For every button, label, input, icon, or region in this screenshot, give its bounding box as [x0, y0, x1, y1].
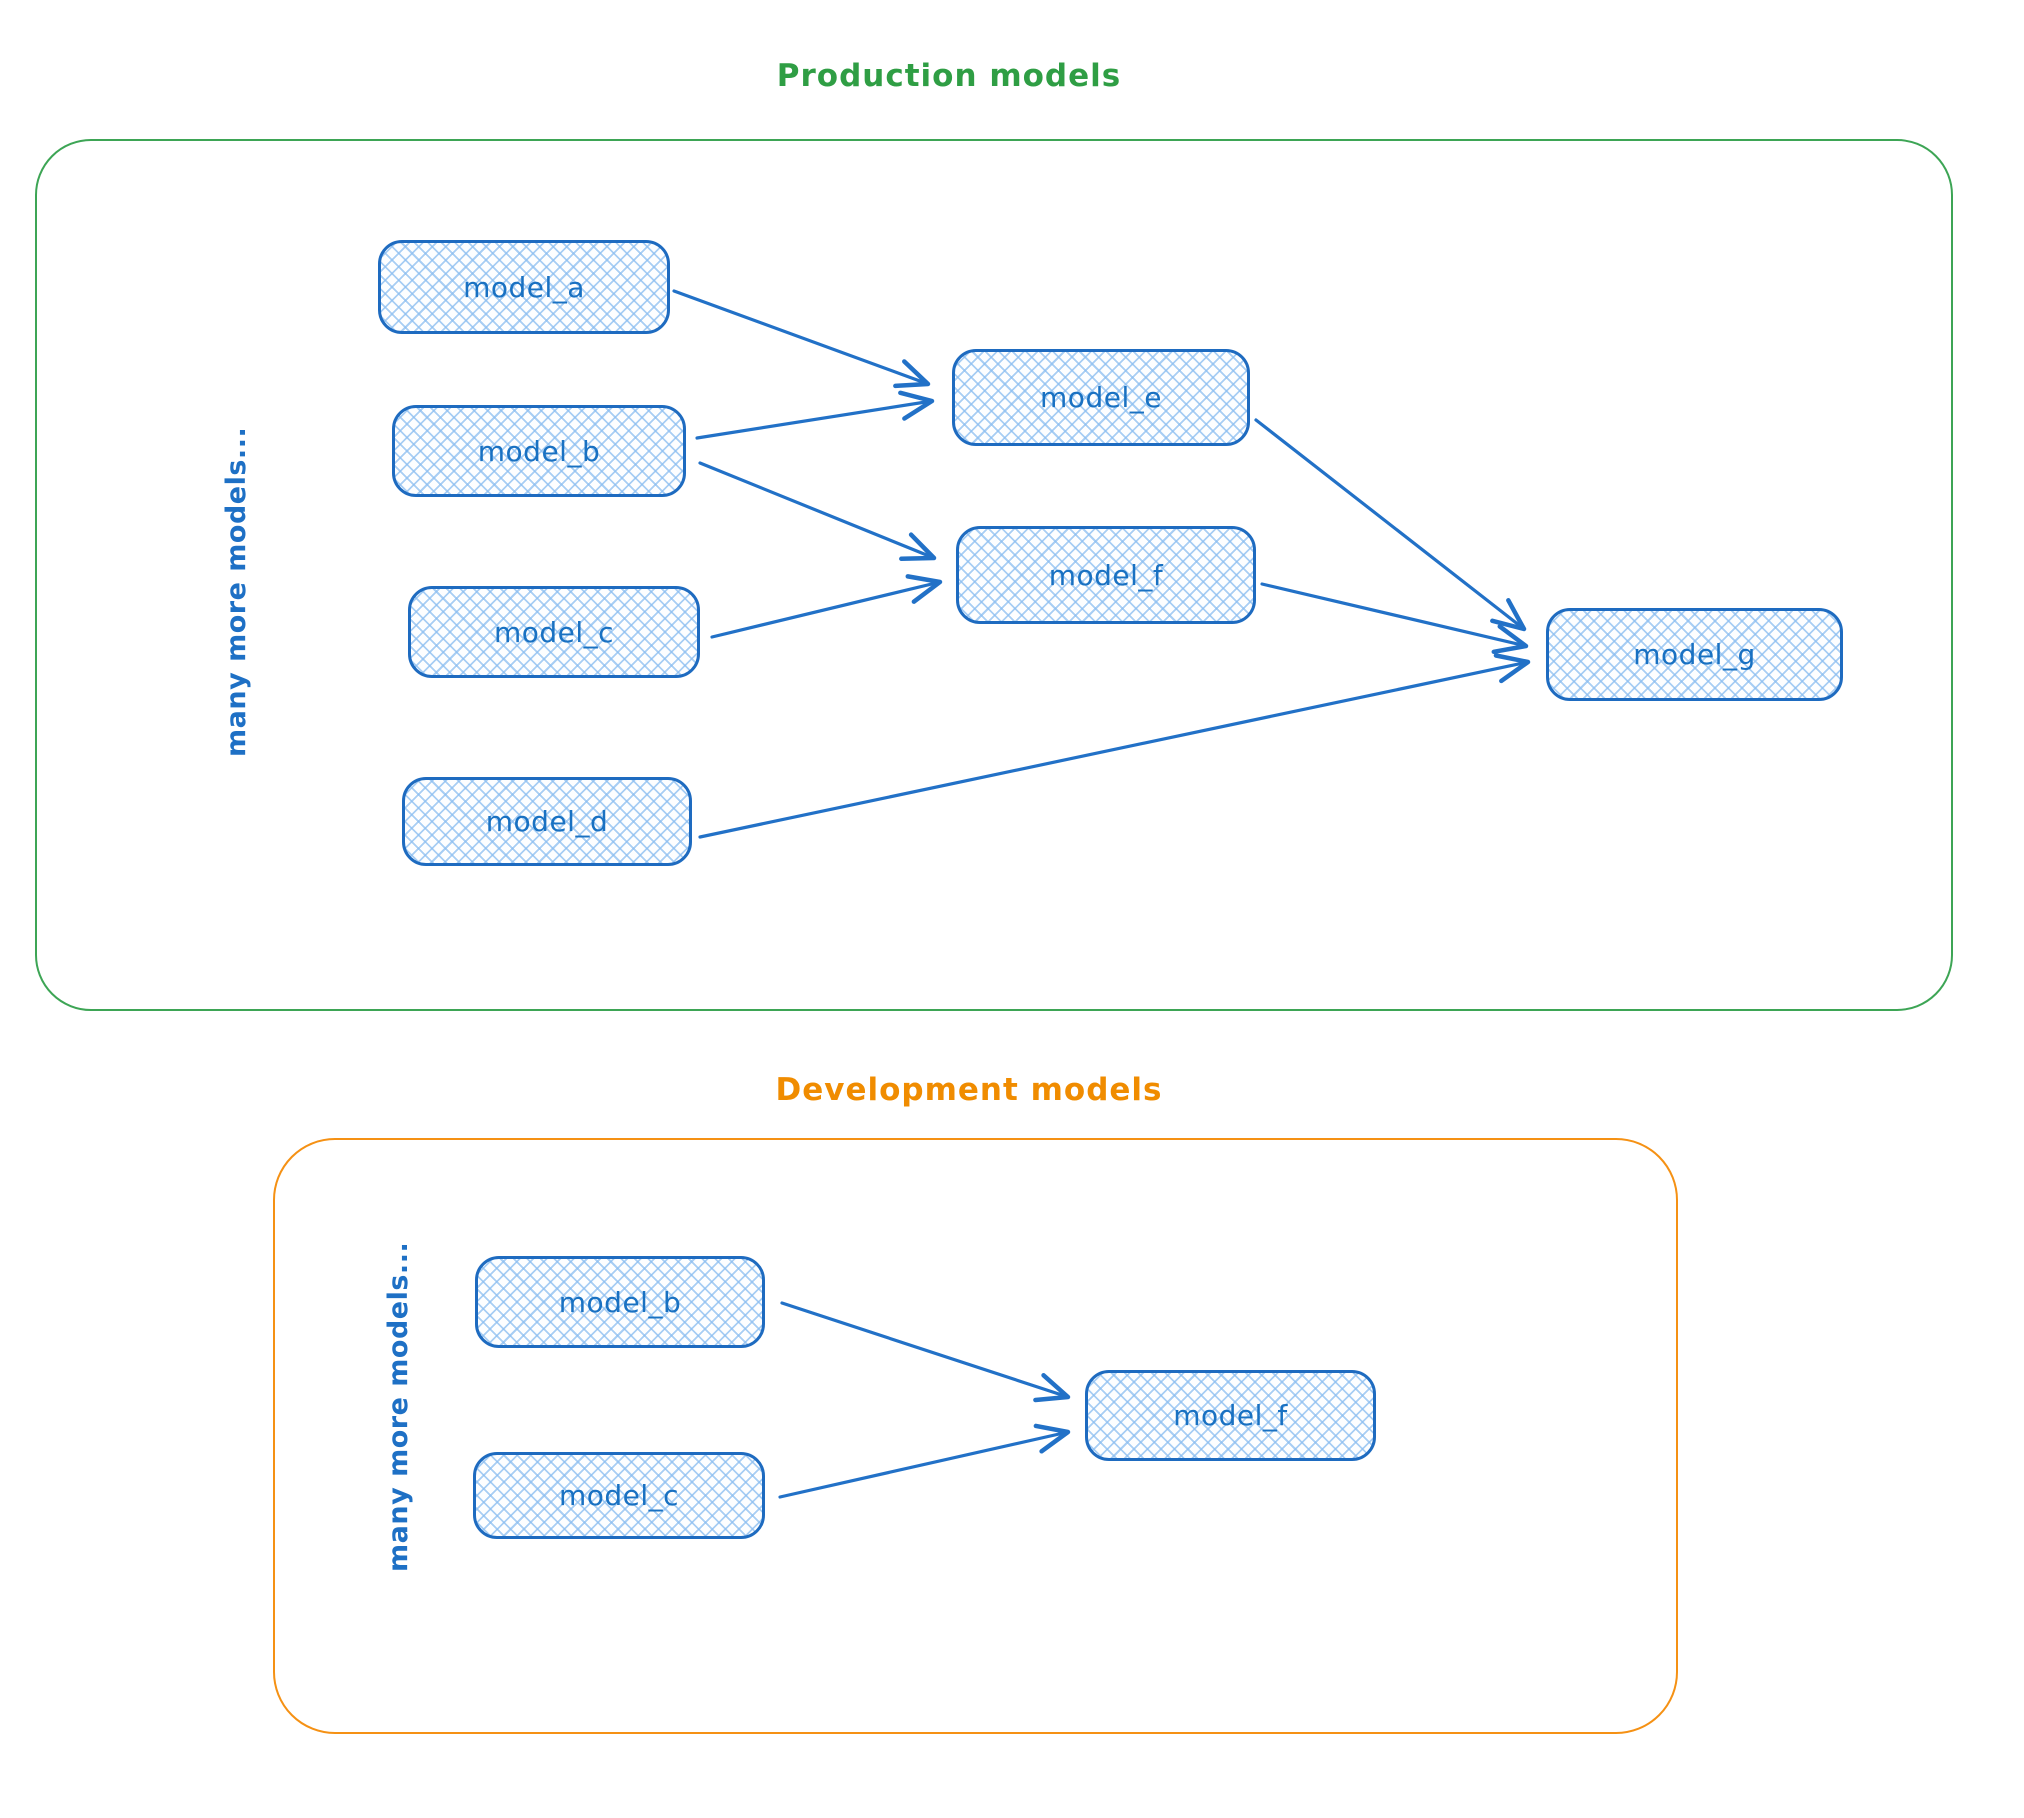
edge-production-model-b-to-model-f[interactable] — [698, 461, 937, 562]
edge-production-model-c-to-model-f[interactable] — [710, 574, 943, 639]
node-label: model_d — [485, 805, 609, 838]
development-group-title[interactable]: Development models — [775, 1072, 1163, 1108]
node-label: model_b — [477, 434, 601, 468]
node-label: model_a — [463, 270, 585, 304]
node-development-model-b[interactable]: model_b — [475, 1256, 765, 1348]
node-production-model-a[interactable]: model_a — [378, 240, 670, 334]
edge-production-model-a-to-model-e[interactable] — [672, 289, 931, 389]
node-production-model-f[interactable]: model_f — [956, 526, 1256, 624]
node-production-model-c[interactable]: model_c — [408, 586, 700, 678]
node-development-model-f[interactable]: model_f — [1085, 1370, 1376, 1461]
node-label: model_f — [1048, 558, 1164, 592]
node-development-model-c[interactable]: model_c — [473, 1452, 765, 1539]
production-group-title[interactable]: Production models — [776, 58, 1122, 94]
edge-development-model-b-to-model-f[interactable] — [780, 1301, 1071, 1403]
node-label: model_c — [493, 615, 615, 649]
node-label: model_e — [1040, 381, 1162, 414]
edge-production-model-e-to-model-g[interactable] — [1254, 418, 1527, 632]
edge-production-model-d-to-model-g[interactable] — [698, 653, 1531, 839]
node-production-model-g[interactable]: model_g — [1546, 608, 1843, 701]
production-group-frame[interactable] — [35, 139, 1953, 1011]
node-production-model-e[interactable]: model_e — [952, 349, 1250, 446]
edge-development-model-c-to-model-f[interactable] — [778, 1423, 1071, 1499]
node-label: model_g — [1633, 638, 1756, 671]
node-production-model-d[interactable]: model_d — [402, 777, 692, 866]
edge-production-model-f-to-model-g[interactable] — [1260, 582, 1529, 655]
node-label: model_f — [1173, 1399, 1288, 1432]
node-label: model_c — [558, 1479, 680, 1512]
edge-production-model-b-to-model-e[interactable] — [695, 390, 935, 440]
development-group-frame[interactable] — [273, 1138, 1678, 1734]
node-label: model_b — [558, 1285, 682, 1319]
node-production-model-b[interactable]: model_b — [392, 405, 686, 497]
